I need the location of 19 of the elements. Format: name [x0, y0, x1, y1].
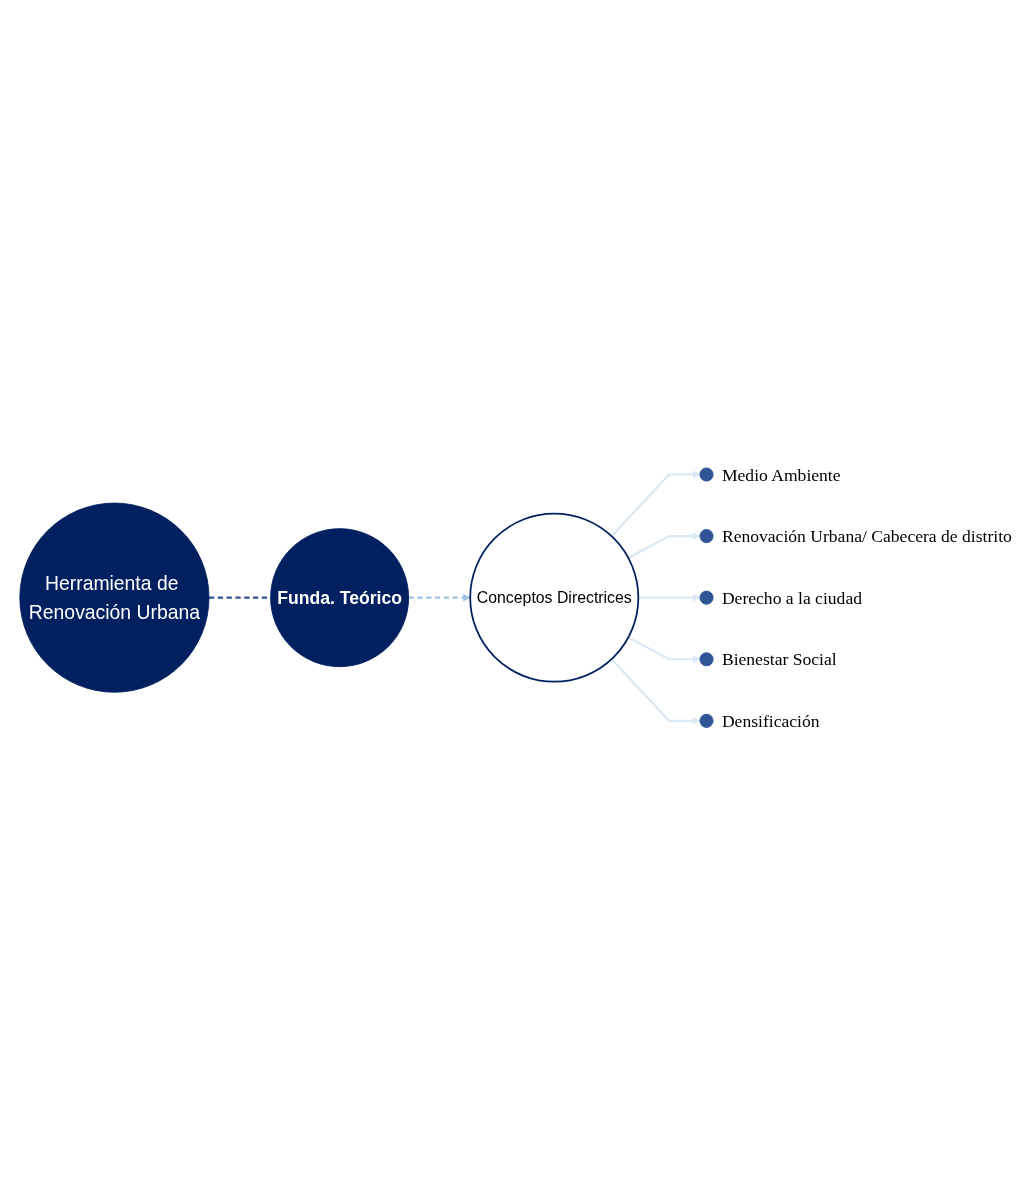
circle-node: Conceptos Directrices	[469, 513, 640, 683]
node-caption: Renovación Urbana/ Cabecera de distrito	[721, 526, 1012, 547]
circle-node	[699, 714, 714, 729]
arrow	[610, 658, 701, 726]
circle-node: Funda. Teórico	[270, 528, 410, 668]
circle-node	[699, 652, 714, 667]
arrow	[627, 532, 701, 560]
circle-node	[699, 590, 714, 606]
circle-node	[699, 467, 714, 482]
node-caption: Medio Ambiente	[721, 464, 841, 485]
arrow	[408, 594, 471, 602]
circle-node: Herramienta de Renovación Urbana	[19, 502, 210, 694]
arrow	[627, 636, 701, 664]
circle-node	[699, 529, 714, 544]
node-caption: Derecho a la ciudad	[721, 588, 862, 609]
node-caption: Bienestar Social	[721, 649, 837, 670]
node-caption: Densificación	[721, 711, 820, 732]
arrow	[610, 470, 701, 538]
arrow	[638, 594, 701, 602]
